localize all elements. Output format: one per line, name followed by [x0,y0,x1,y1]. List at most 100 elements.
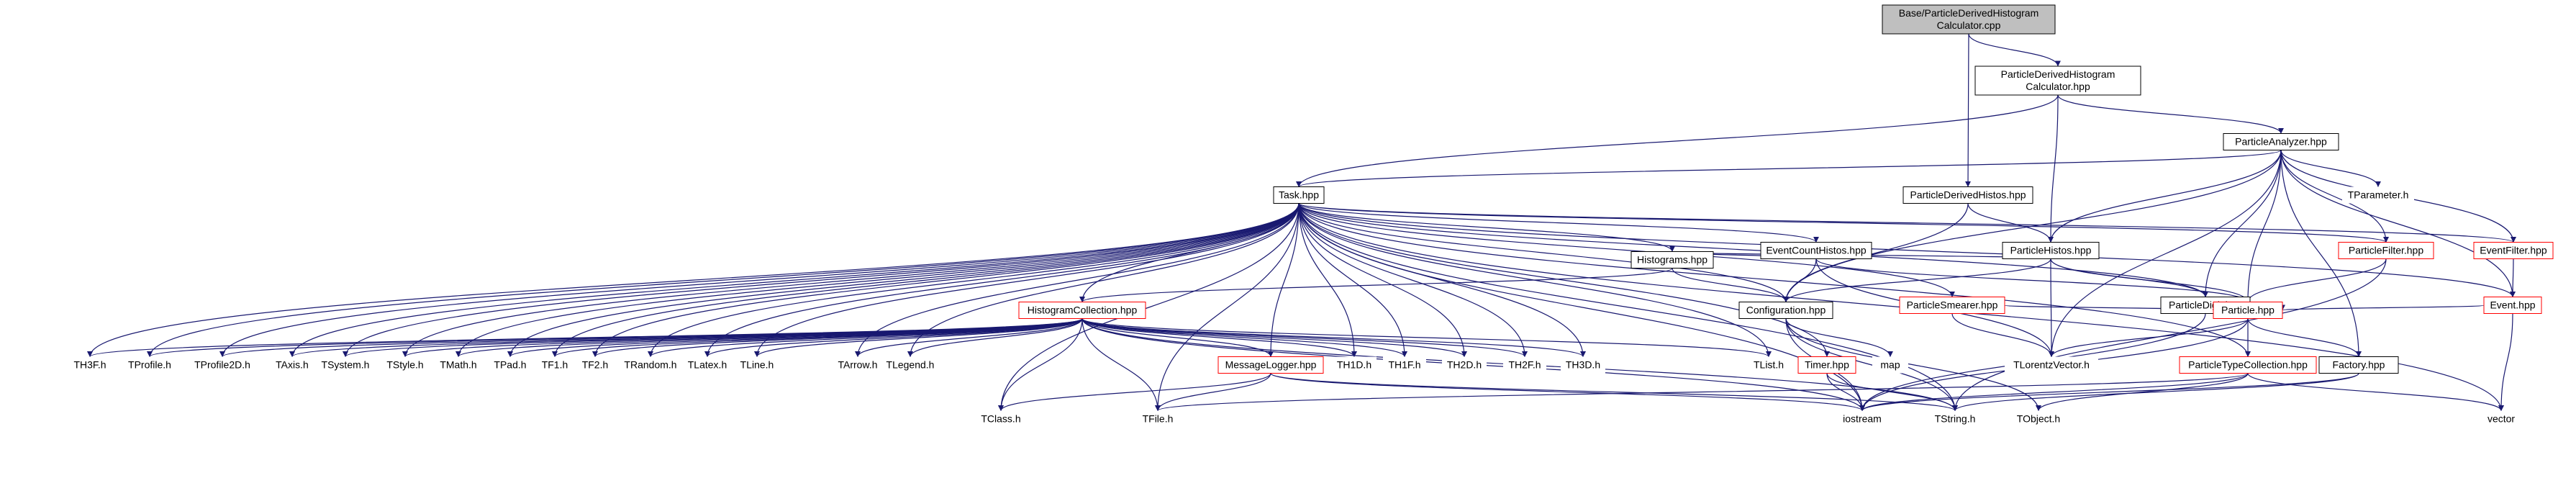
edge-ml-to-tclass [998,373,1271,411]
node-box [186,356,258,374]
edge-hc-to-tline [754,318,1083,357]
edge-ph-to-part [2050,258,2251,302]
node-hist[interactable]: Histograms.hpp [1631,251,1714,269]
edge-task-to-taxis [289,203,1300,357]
node-factory[interactable]: Factory.hpp [2318,356,2399,374]
node-box [1561,356,1605,374]
edge-factory-to-tstring [1952,372,2359,412]
node-label: TObject.h [2017,413,2060,425]
node-ptc[interactable]: ParticleTypeCollection.hpp [2179,356,2317,374]
edge-pdh-to-ph [1967,203,2054,243]
node-label: TFile.h [1143,413,1174,425]
node-tprof2: TProfile2D.h [186,356,258,374]
node-box [1631,251,1714,269]
node-part[interactable]: Particle.hpp [2213,302,2283,319]
edge-task-to-tfile [1155,203,1300,411]
edge-task-to-pdig [1298,203,2208,297]
node-box [2342,186,2414,204]
node-timer[interactable]: Timer.hpp [1797,356,1856,374]
node-label: Task.hpp [1279,189,1319,201]
node-tlegend: TLegend.h [881,356,939,374]
node-label: Calculator.cpp [1937,19,2001,31]
edge-ps-to-tlv [1951,313,2054,357]
node-box [1442,356,1487,374]
node-box [1902,186,2033,204]
node-hc[interactable]: HistogramCollection.hpp [1018,302,1146,319]
node-label: TArrow.h [838,359,878,371]
node-ech[interactable]: EventCountHistos.hpp [1760,242,1872,259]
node-tclass: TClass.h [975,410,1027,428]
node-label: Calculator.hpp [2026,81,2090,92]
node-ml[interactable]: MessageLogger.hpp [1217,356,1324,374]
node-box [975,410,1027,428]
node-pf[interactable]: ParticleFilter.hpp [2338,242,2434,259]
node-label: TLatex.h [688,359,727,371]
edge-ech-to-conf [1783,258,1817,302]
node-vector: vector [2480,410,2523,428]
node-box [1833,410,1891,428]
node-iostream: iostream [1833,410,1891,428]
node-th3f: TH3F.h [68,356,112,374]
edge-pdhc-to-pa [2057,94,2284,134]
edge-conf-to-map [1785,318,1893,357]
node-root[interactable]: Base/ParticleDerivedHistogramCalculator.… [1882,4,2056,35]
node-box [2318,356,2399,374]
node-label: Particle.hpp [2221,305,2275,316]
node-label: ParticleTypeCollection.hpp [2188,359,2308,371]
edge-hc-to-tstyle [402,317,1083,358]
edge-hc-to-tclass [998,318,1083,411]
edge-pa-to-task [1296,149,2282,188]
node-pdh[interactable]: ParticleDerivedHistos.hpp [1902,186,2033,204]
node-label: ParticleHistos.hpp [2010,245,2092,256]
edge-task-to-trandom [648,203,1300,357]
edge-pf-to-tstring [1952,258,2387,411]
node-box [2223,133,2339,150]
edge-hc-to-th3d [1081,317,1586,358]
node-label: ParticleSmearer.hpp [1907,299,1998,311]
node-tarrow: TArrow.h [833,356,883,374]
node-ef[interactable]: EventFilter.hpp [2473,242,2554,259]
edge-hc-to-tlatex [704,317,1083,358]
edge-hc-to-tprof2 [219,317,1083,358]
node-ps[interactable]: ParticleSmearer.hpp [1899,297,2005,314]
edge-root-to-pdhc [1968,33,2061,67]
node-label: TLorentzVector.h [2013,359,2090,371]
node-label: TH1F.h [1388,359,1420,371]
edge-task-to-th2d [1298,203,1467,357]
edge-task-to-th2f [1298,203,1528,357]
edge-ph-to-conf [1783,258,2051,302]
node-box [1899,297,2005,314]
node-tparam: TParameter.h [2342,186,2414,204]
node-label: TLine.h [740,359,774,371]
node-tf2: TF2.h [577,356,613,374]
node-tstyle: TStyle.h [380,356,430,374]
node-box [2005,356,2098,374]
node-label: TString.h [1935,413,1976,425]
node-task[interactable]: Task.hpp [1273,186,1325,204]
node-box [433,356,484,374]
node-map: map [1872,356,1908,374]
node-label: Base/ParticleDerivedHistogram [1899,7,2039,19]
node-pa[interactable]: ParticleAnalyzer.hpp [2223,133,2339,150]
node-event[interactable]: Event.hpp [2483,297,2542,314]
node-ph[interactable]: ParticleHistos.hpp [2002,242,2100,259]
node-box [2480,410,2523,428]
node-label: EventCountHistos.hpp [1766,245,1867,256]
node-label: TH3F.h [73,359,106,371]
node-label: ParticleFilter.hpp [2349,245,2423,256]
node-box [1974,66,2141,96]
node-label: TClass.h [981,413,1020,425]
edge-hist-to-hc [1079,267,1673,303]
edge-task-to-tmath [455,203,1300,357]
node-trandom: TRandom.h [618,356,683,374]
edge-task-to-timer [1298,203,1830,357]
edge-pa-to-pf [2280,150,2389,243]
node-label: TProfile2D.h [194,359,250,371]
node-label: map [1880,359,1900,371]
edge-task-to-ps [1298,203,1955,297]
node-tlatex: TLatex.h [684,356,731,374]
node-conf[interactable]: Configuration.hpp [1738,302,1833,319]
node-box [1332,356,1377,374]
node-box [1872,356,1908,374]
